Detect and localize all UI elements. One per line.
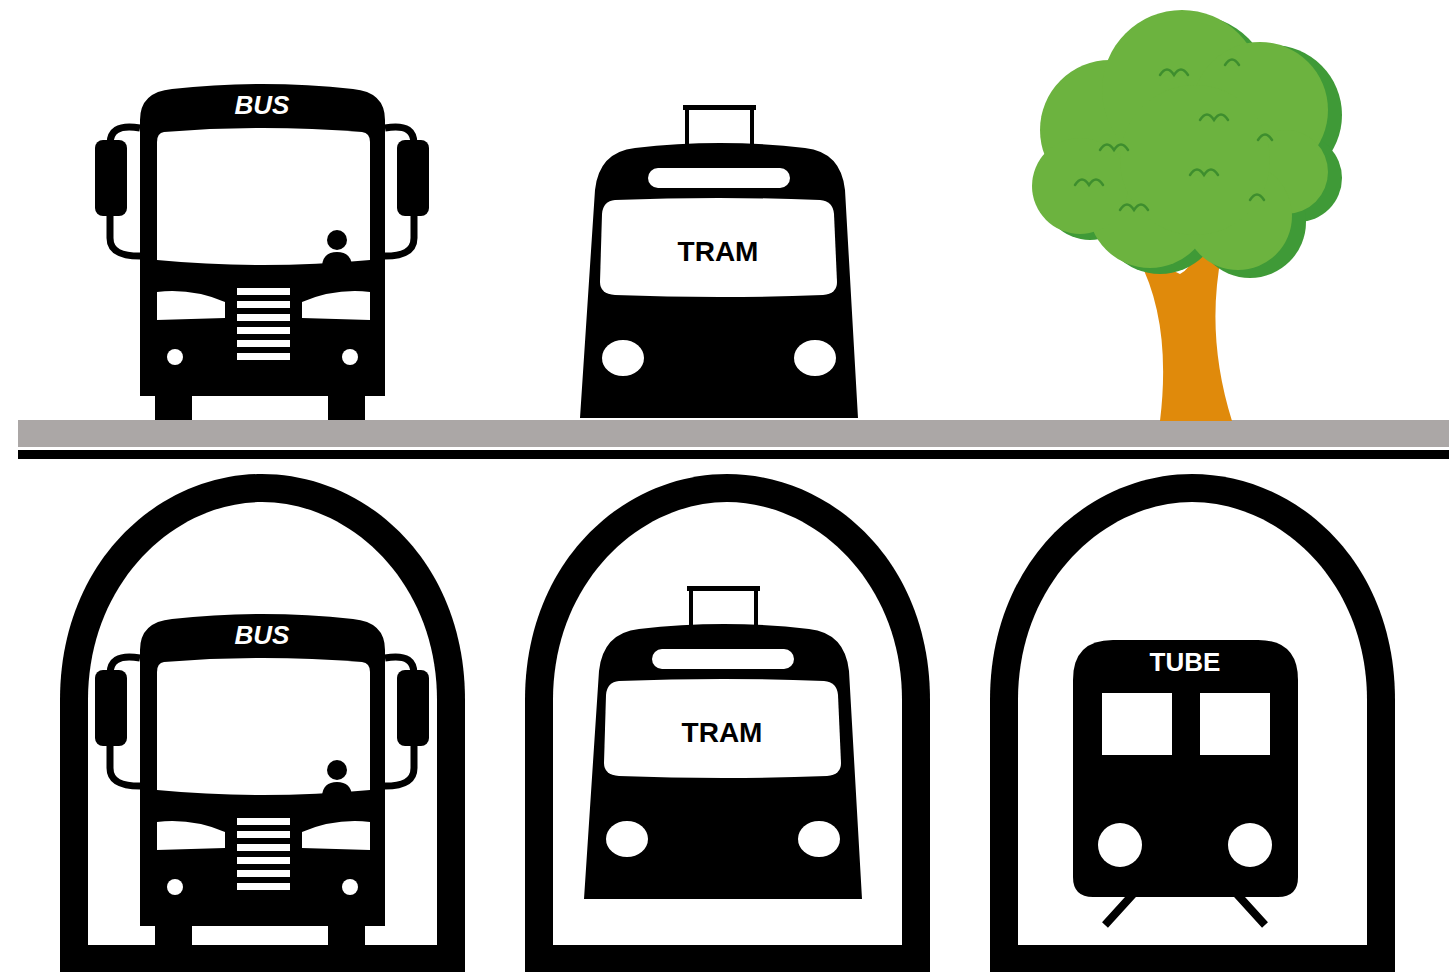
grille-bar bbox=[237, 870, 290, 877]
vehicle-label: BUS bbox=[235, 622, 290, 648]
lamp bbox=[342, 349, 358, 365]
grille-bar bbox=[237, 883, 290, 890]
headlight-panel bbox=[302, 821, 370, 850]
bus-icon: BUS bbox=[92, 80, 437, 425]
pantograph-pole bbox=[750, 105, 754, 150]
grille-bar bbox=[237, 857, 290, 864]
tram-body bbox=[584, 624, 862, 899]
bus-icon-shape bbox=[92, 80, 437, 425]
bus-body bbox=[140, 84, 385, 396]
tree-canopy bbox=[1120, 85, 1270, 235]
train-window bbox=[1102, 693, 1172, 755]
driver-body bbox=[322, 252, 352, 266]
lamp bbox=[342, 879, 358, 895]
grille-bar bbox=[237, 844, 290, 851]
grille-bar bbox=[237, 301, 290, 308]
vehicle-label: TUBE bbox=[1150, 649, 1221, 675]
bus-body bbox=[140, 614, 385, 926]
tunnel-inside bbox=[88, 502, 437, 945]
leaf-squiggle bbox=[1120, 205, 1148, 211]
train-window bbox=[1200, 693, 1270, 755]
grille-bar bbox=[237, 327, 290, 334]
headlight bbox=[1098, 823, 1142, 867]
grille-bar bbox=[237, 314, 290, 321]
tunnel-arch bbox=[990, 474, 1395, 972]
tunnel-inside bbox=[1018, 502, 1367, 945]
headlight bbox=[1228, 823, 1272, 867]
driver-head bbox=[327, 230, 347, 250]
pantograph-bar bbox=[683, 105, 756, 110]
vehicle-label: TRAM bbox=[678, 238, 759, 266]
headlight-panel bbox=[302, 291, 370, 320]
leaf-squiggle bbox=[1160, 70, 1188, 76]
tree-canopy bbox=[1032, 138, 1128, 234]
leaf-squiggle bbox=[1250, 195, 1264, 201]
mirror bbox=[95, 140, 127, 216]
leaf-squiggle bbox=[1225, 60, 1239, 66]
mirror bbox=[95, 670, 127, 746]
train-icon: TUBE bbox=[1060, 630, 1310, 935]
headlight bbox=[602, 340, 644, 376]
pantograph-pole bbox=[685, 105, 689, 150]
leaf-squiggle bbox=[1258, 135, 1272, 141]
mirror bbox=[397, 670, 429, 746]
leaf-squiggle bbox=[1075, 180, 1103, 186]
pantograph-pole bbox=[754, 586, 758, 631]
wheel bbox=[328, 924, 365, 950]
tram-body bbox=[580, 143, 858, 418]
lamp bbox=[167, 879, 183, 895]
tunnel-arch bbox=[525, 474, 930, 972]
train-body bbox=[1073, 640, 1298, 897]
driver-body bbox=[322, 782, 352, 796]
tram-icon: TRAM bbox=[575, 100, 865, 420]
driver-head bbox=[327, 760, 347, 780]
leaf-squiggle bbox=[1100, 145, 1128, 151]
road-surface bbox=[18, 420, 1449, 447]
headlight bbox=[794, 340, 836, 376]
windshield bbox=[157, 128, 370, 265]
vehicle-label: TRAM bbox=[682, 719, 763, 747]
train-icon-shape bbox=[1060, 630, 1310, 935]
windshield bbox=[600, 198, 837, 297]
pantograph-pole bbox=[689, 586, 693, 631]
grille-bar bbox=[237, 288, 290, 295]
ground-line bbox=[18, 450, 1449, 459]
grille-bar bbox=[237, 340, 290, 347]
wheel bbox=[155, 924, 192, 950]
windshield bbox=[604, 679, 841, 778]
vehicle-label: BUS bbox=[235, 92, 290, 118]
leaf-squiggle bbox=[1200, 115, 1228, 121]
bus-icon-shape bbox=[92, 610, 437, 955]
grille-bar bbox=[237, 818, 290, 825]
pantograph-bar bbox=[687, 586, 760, 591]
tunnel-inside bbox=[553, 502, 902, 945]
headlight bbox=[798, 821, 840, 857]
bus-icon: BUS bbox=[92, 610, 437, 955]
leaf-squiggles bbox=[1075, 60, 1272, 211]
wheel bbox=[155, 394, 192, 420]
headlight-panel bbox=[157, 291, 225, 320]
wheel bbox=[328, 394, 365, 420]
headlight bbox=[606, 821, 648, 857]
tunnel-arch bbox=[60, 474, 465, 972]
lamp bbox=[167, 349, 183, 365]
mirror bbox=[397, 140, 429, 216]
light-bar bbox=[648, 168, 790, 188]
grille-bar bbox=[237, 353, 290, 360]
leaf-squiggle bbox=[1190, 170, 1218, 176]
tram-icon: TRAM bbox=[579, 581, 869, 901]
headlight-panel bbox=[157, 821, 225, 850]
windshield bbox=[157, 658, 370, 795]
grille-bar bbox=[237, 831, 290, 838]
light-bar bbox=[652, 649, 794, 669]
tree-canopy bbox=[1032, 10, 1328, 270]
